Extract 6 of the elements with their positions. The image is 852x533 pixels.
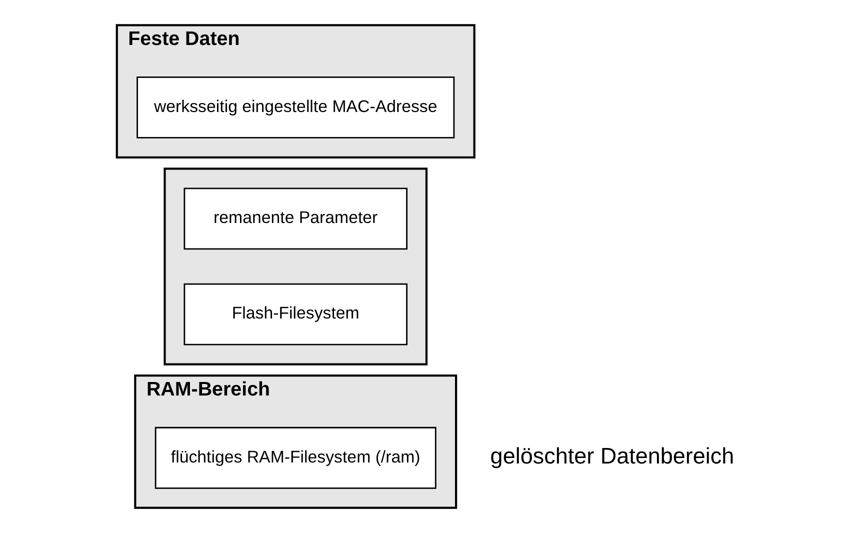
node-box: werksseitig eingestellte MAC-Adresse: [136, 76, 454, 138]
node-box: Flash-Filesystem: [183, 283, 407, 346]
cluster: [163, 168, 428, 366]
node-box: remanente Parameter: [183, 188, 407, 250]
node-box: flüchtiges RAM-Filesystem (/ram): [154, 426, 436, 489]
node-label: gelöschter Datenbereich: [490, 443, 734, 468]
